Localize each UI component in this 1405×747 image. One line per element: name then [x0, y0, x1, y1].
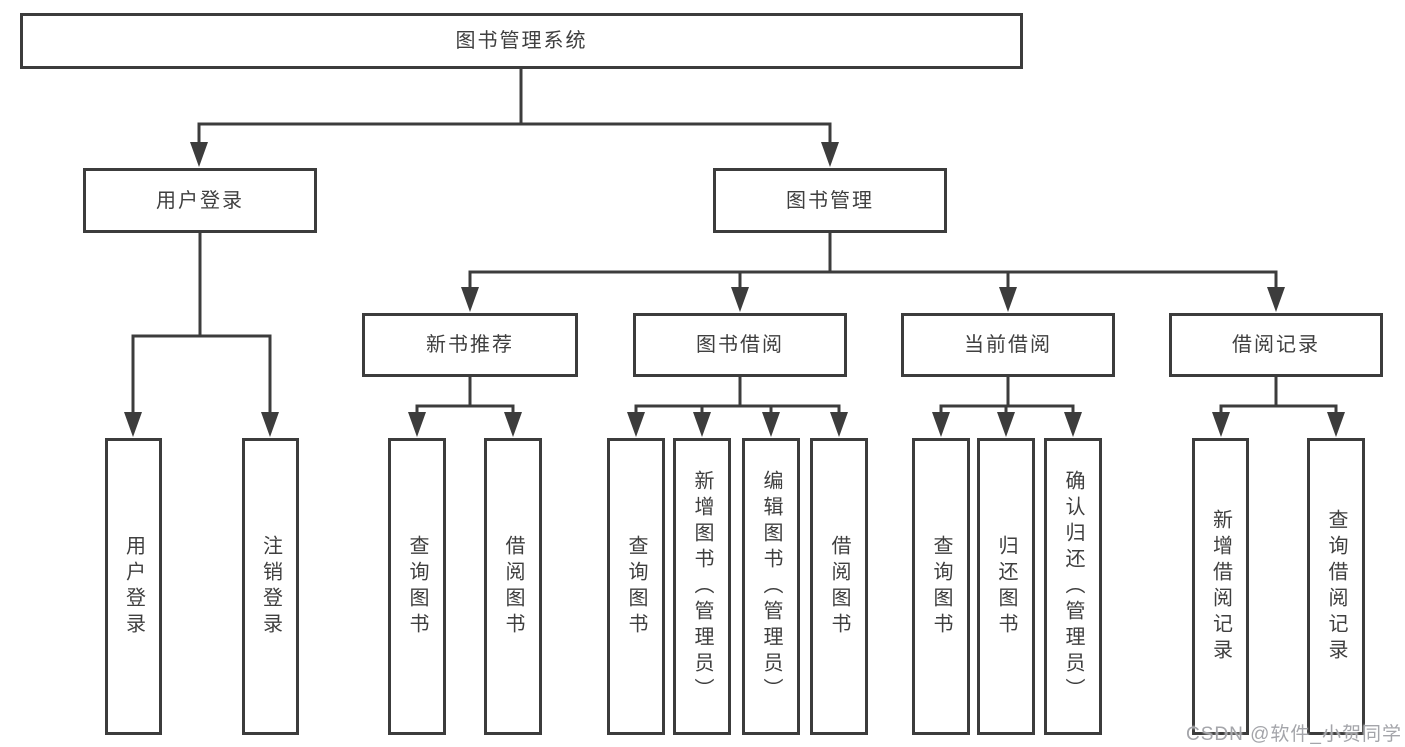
leaf-add-borrow-record: 新增借阅记录: [1192, 438, 1249, 735]
leaf-borrow-books: 借阅图书: [810, 438, 868, 735]
node-user-login: 用户登录: [83, 168, 317, 233]
node-borrowing-records: 借阅记录: [1169, 313, 1383, 377]
node-current-borrowing: 当前借阅: [901, 313, 1115, 377]
leaf-query-books-current: 查询图书: [912, 438, 970, 735]
leaf-borrow-books-recommend: 借阅图书: [484, 438, 542, 735]
node-book-borrowing: 图书借阅: [633, 313, 847, 377]
leaf-return-books: 归还图书: [977, 438, 1035, 735]
watermark: CSDN @软件_小贺同学: [1186, 724, 1402, 745]
leaf-query-borrow-record: 查询借阅记录: [1307, 438, 1365, 735]
leaf-logout: 注销登录: [242, 438, 299, 735]
leaf-edit-book-admin: 编辑图书（管理员）: [742, 438, 800, 735]
leaf-query-books-borrow: 查询图书: [607, 438, 665, 735]
node-library-management-system: 图书管理系统: [20, 13, 1023, 69]
leaf-query-books-recommend: 查询图书: [388, 438, 446, 735]
node-new-book-recommendation: 新书推荐: [362, 313, 578, 377]
leaf-user-login: 用户登录: [105, 438, 162, 735]
leaf-add-book-admin: 新增图书（管理员）: [673, 438, 731, 735]
node-book-management: 图书管理: [713, 168, 947, 233]
leaf-confirm-return-admin: 确认归还（管理员）: [1044, 438, 1102, 735]
